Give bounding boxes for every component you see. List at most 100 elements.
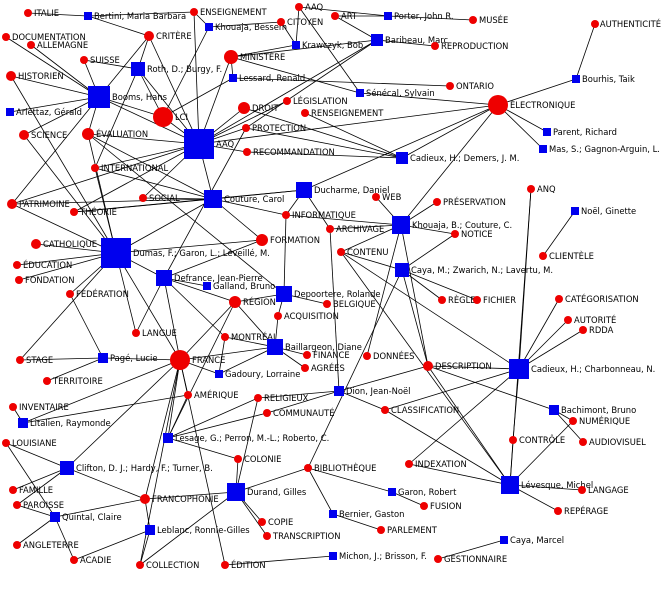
concept-node-aaq-top[interactable]: AAQ [295,2,324,12]
concept-node-france[interactable]: FRANCE [170,350,225,370]
author-node-clifton[interactable]: Clifton, D. J.; Hardy, F.; Turner, B. [60,461,213,475]
concept-node-bibliotheque[interactable]: BIBLIOTHÈQUE [304,462,376,473]
concept-node-patrimoine[interactable]: PATRIMOINE [7,199,70,209]
concept-node-authenticite[interactable]: AUTHENTICITÉ [591,18,661,29]
author-node-senecal[interactable]: Sénécal, Sylvain [356,88,435,98]
concept-node-classification[interactable]: CLASSIFICATION [381,405,459,415]
concept-node-ministere[interactable]: MINISTÈRE [224,50,285,64]
author-node-porter[interactable]: Porter, John R. [384,11,454,21]
concept-node-inventaire[interactable]: INVENTAIRE [9,402,69,412]
concept-node-langage[interactable]: LANGAGE [578,485,629,495]
author-node-quintal[interactable]: Quintal, Claire [50,512,122,522]
concept-node-belgique[interactable]: BELGIQUE [323,299,376,309]
author-node-defrance[interactable]: Defrance, Jean-Pierre [156,270,263,286]
author-node-page[interactable]: Pagé, Lucie [98,353,158,363]
concept-node-numerique[interactable]: NUMÉRIQUE [569,415,630,426]
author-node-litalien[interactable]: Litalien, Raymonde [18,418,111,428]
concept-node-colonie[interactable]: COLONIE [234,454,281,464]
concept-node-controle[interactable]: CONTRÔLE [509,434,565,445]
author-node-parent[interactable]: Parent, Richard [543,127,617,137]
concept-node-francophonie[interactable]: FRANCOPHONIE [140,494,219,504]
concept-node-paroisse[interactable]: PAROISSE [13,500,64,510]
concept-node-informatique[interactable]: INFORMATIQUE [282,210,356,220]
concept-node-italie[interactable]: ITALIE [24,8,59,18]
concept-node-montreal[interactable]: MONTRÉAL [221,331,278,342]
concept-node-angleterre[interactable]: ANGLETERRE [13,540,79,550]
concept-node-collection[interactable]: COLLECTION [136,560,199,570]
concept-node-ontario[interactable]: ONTARIO [446,81,494,91]
author-node-bernier[interactable]: Bernier, Gaston [329,509,404,519]
author-node-bachimont[interactable]: Bachimont, Bruno [549,405,636,415]
concept-node-edition[interactable]: ÉDITION [221,559,266,570]
concept-node-critere[interactable]: CRITÈRE [144,30,192,41]
concept-node-citoyen[interactable]: CITOYEN [277,17,323,27]
author-node-cadieux-demers[interactable]: Cadieux, H.; Demers, J. M. [396,152,519,164]
concept-node-reproduction[interactable]: REPRODUCTION [431,41,508,51]
author-node-dumas[interactable]: Dumas, F.; Garon, L.; Léveillé, M. [101,238,270,268]
concept-node-fondation[interactable]: FONDATION [15,275,75,285]
concept-node-parlement[interactable]: PARLEMENT [377,525,438,535]
concept-node-donnees[interactable]: DONNÉES [363,350,414,361]
concept-node-rdda[interactable]: RDDA [579,325,614,335]
concept-node-legislation[interactable]: LÉGISLATION [283,95,348,106]
concept-node-categorisation[interactable]: CATÉGORISATION [555,293,639,304]
concept-node-art[interactable]: ART [331,11,358,21]
author-node-lesage[interactable]: Lesage, G.; Perron, M.-L.; Roberto, C. [163,433,329,443]
concept-node-louisiane[interactable]: LOUISIANE [2,438,57,448]
concept-node-transcription[interactable]: TRANSCRIPTION [263,531,341,541]
concept-node-territoire[interactable]: TERRITOIRE [43,376,103,386]
author-node-noel[interactable]: Noël, Ginette [571,206,636,216]
concept-node-federation[interactable]: FÉDÉRATION [66,288,129,299]
concept-node-evaluation[interactable]: ÉVALUATION [82,128,148,140]
concept-node-education[interactable]: ÉDUCATION [13,259,72,270]
author-node-depoortere[interactable]: Depoortere, Rolande [276,286,381,302]
concept-node-anq[interactable]: ANQ [527,184,556,194]
concept-node-international[interactable]: INTERNATIONAL [91,163,168,173]
author-node-krawczyk[interactable]: Krawczyk, Bob [292,40,363,50]
concept-node-description[interactable]: DESCRIPTION [423,361,492,371]
author-node-dion[interactable]: Dion, Jean-Noël [334,386,411,396]
concept-node-autorite[interactable]: AUTORITÉ [564,314,616,325]
concept-node-droit[interactable]: DROIT [238,102,279,114]
author-node-khouaja-couture[interactable]: Khouaja, B.; Couture, C. [392,216,512,234]
author-node-gadoury[interactable]: Gadoury, Lorraine [215,369,300,379]
concept-node-acadie[interactable]: ACADIE [70,555,111,565]
author-node-cadieux-charbonneau[interactable]: Cadieux, H.; Charbonneau, N. [509,359,655,379]
concept-node-reperage[interactable]: REPÉRAGE [554,505,608,516]
author-node-michon[interactable]: Michon, J.; Brisson, F. [329,551,427,561]
concept-node-science[interactable]: SCIENCE [19,130,67,140]
concept-node-finance[interactable]: FINANCE [303,350,350,360]
concept-node-preservation[interactable]: PRÉSERVATION [433,196,506,207]
author-node-lessard[interactable]: Lessard, Renald [229,73,305,83]
concept-node-catholique[interactable]: CATHOLIQUE [31,239,97,249]
author-node-baillargeon[interactable]: Baillargeon, Diane [267,339,362,355]
author-node-ducharme[interactable]: Ducharme, Daniel [296,182,389,198]
concept-node-historien[interactable]: HISTORIEN [6,71,64,81]
concept-node-regle[interactable]: RÈGLE [438,294,476,305]
concept-node-amerique[interactable]: AMÉRIQUE [184,389,239,400]
concept-node-region[interactable]: RÉGION [229,296,276,308]
concept-node-suisse[interactable]: SUISSE [80,55,120,65]
concept-node-contenu[interactable]: CONTENU [337,247,389,257]
author-node-durand[interactable]: Durand, Gilles [227,483,306,501]
concept-node-renseignement[interactable]: RENSEIGNEMENT [301,108,384,118]
concept-node-documentation[interactable]: DOCUMENTATION [2,32,86,42]
concept-node-web[interactable]: WEB [372,192,402,202]
concept-node-famille[interactable]: FAMILLE [9,485,53,495]
author-node-garon-robert[interactable]: Garon, Robert [388,487,457,497]
concept-node-formation[interactable]: FORMATION [256,234,320,246]
author-node-caya-marcel[interactable]: Caya, Marcel [500,535,564,545]
concept-node-social[interactable]: SOCIAL [139,193,180,203]
concept-node-musee[interactable]: MUSÉE [469,14,508,25]
concept-node-allemagne[interactable]: ALLEMAGNE [27,40,88,50]
author-node-roth[interactable]: Roth, D.; Burgy, F. [131,62,222,76]
concept-node-religieux[interactable]: RELIGIEUX [254,393,309,403]
author-node-bertini[interactable]: Bertini, Maria Barbara [84,11,186,21]
concept-node-clientele[interactable]: CLIENTÈLE [539,250,594,261]
author-node-couture[interactable]: Couture, Carol [204,190,284,208]
concept-node-archivage[interactable]: ARCHIVAGE [326,224,384,234]
concept-node-fichier[interactable]: FICHIER [473,295,516,305]
concept-node-gestionnaire[interactable]: GESTIONNAIRE [434,554,507,564]
author-node-leblanc[interactable]: Leblanc, Ronnie-Gilles [145,525,250,535]
concept-node-electronique[interactable]: ÉLECTRONIQUE [488,95,575,115]
